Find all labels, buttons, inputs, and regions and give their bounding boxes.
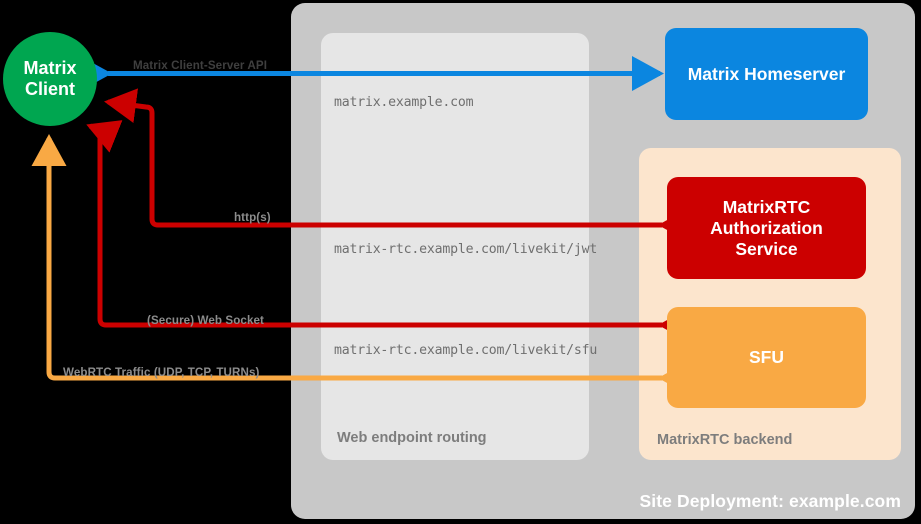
node-matrix-client-line2: Client bbox=[24, 79, 75, 99]
edge-label-https: http(s) bbox=[234, 211, 271, 224]
node-matrix-client[interactable]: Matrix Client bbox=[3, 32, 97, 126]
site-deployment-label: Site Deployment: example.com bbox=[639, 491, 901, 511]
node-matrixrtc-authorization-service-label: MatrixRTC Authorization Service bbox=[710, 197, 823, 260]
edge-label-matrix-client-server-api: Matrix Client-Server API bbox=[133, 59, 268, 72]
node-matrix-client-label: Matrix Client bbox=[23, 58, 76, 99]
node-auth-line2: Authorization bbox=[710, 217, 823, 238]
edge-webrtc-traffic bbox=[31, 133, 690, 396]
node-matrixrtc-authorization-service[interactable]: MatrixRTC Authorization Service bbox=[667, 177, 866, 279]
node-matrix-homeserver-label: Matrix Homeserver bbox=[687, 63, 846, 84]
matrixrtc-backend-label: MatrixRTC backend bbox=[657, 432, 793, 448]
node-auth-line3: Service bbox=[735, 238, 798, 259]
node-auth-line1: MatrixRTC bbox=[722, 196, 811, 217]
edge-https bbox=[104, 88, 690, 243]
web-endpoint-routing-label: Web endpoint routing bbox=[337, 430, 487, 446]
node-matrix-client-line1: Matrix bbox=[23, 58, 77, 79]
edge-label-secure-web-socket: (Secure) Web Socket bbox=[147, 314, 265, 327]
node-matrix-homeserver[interactable]: Matrix Homeserver bbox=[665, 28, 868, 120]
node-sfu-label: SFU bbox=[749, 347, 784, 367]
edge-label-webrtc-traffic: WebRTC Traffic (UDP, TCP, TURNs) bbox=[63, 366, 260, 379]
node-sfu[interactable]: SFU bbox=[667, 307, 866, 408]
